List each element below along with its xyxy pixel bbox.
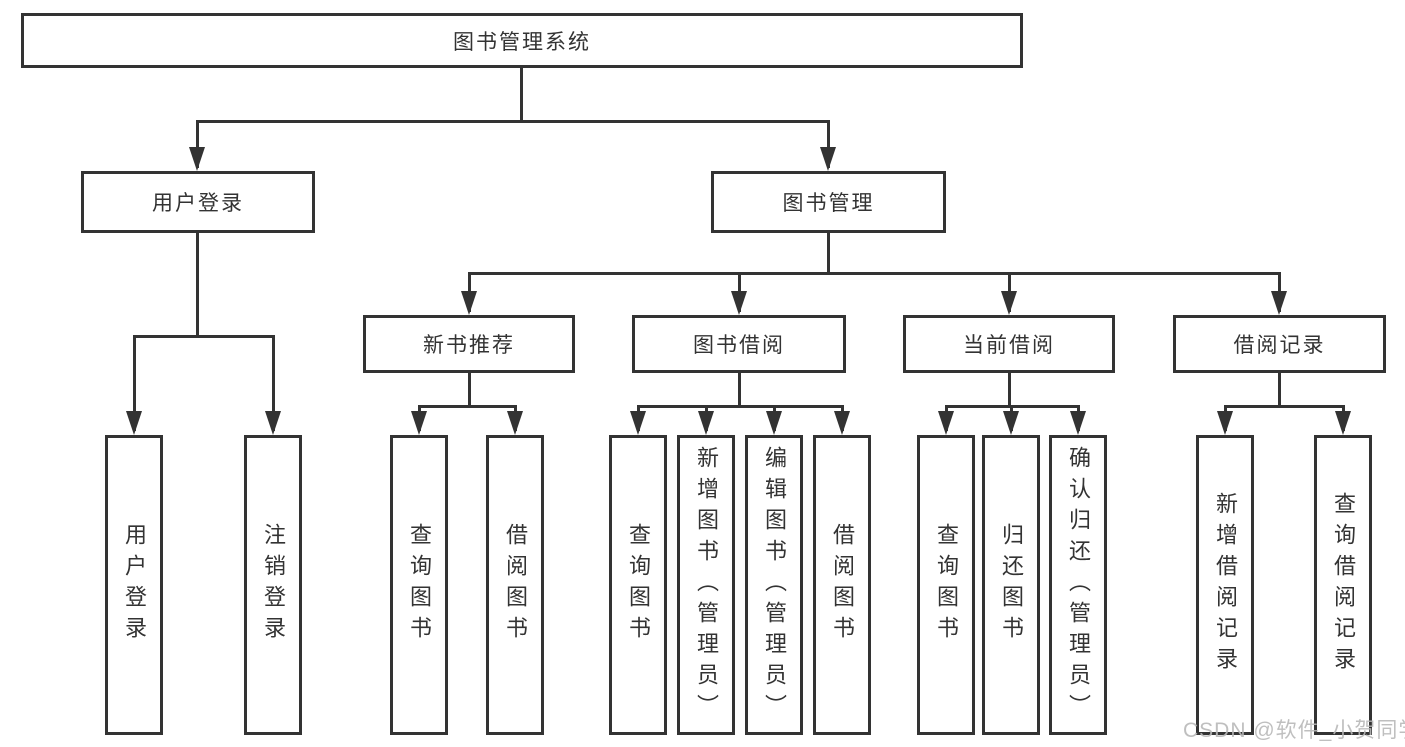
arrowhead-down-icon: [938, 411, 954, 435]
leaf-borrow-books-recommend: 借阅图书: [486, 435, 544, 735]
arrowhead-down-icon: [698, 411, 714, 435]
leaf-query-books-current: 查询图书: [917, 435, 975, 735]
connector-line: [1008, 373, 1011, 405]
node-current-borrowing: 当前借阅: [903, 315, 1115, 373]
connector-line: [1278, 373, 1281, 405]
connector-line: [196, 120, 199, 168]
leaf-add-book-admin: 新增图书（管理员）: [677, 435, 735, 735]
connector-line: [637, 405, 844, 408]
connector-line: [418, 405, 517, 408]
arrowhead-down-icon: [189, 147, 205, 171]
node-library-management-system: 图书管理系统: [21, 13, 1023, 68]
arrowhead-down-icon: [1003, 411, 1019, 435]
connector-line: [133, 335, 275, 338]
leaf-query-books-recommend: 查询图书: [390, 435, 448, 735]
connector-line: [468, 272, 1281, 275]
watermark: CSDN @软件_小贺同学: [1183, 719, 1405, 742]
connector-line: [738, 373, 741, 405]
arrowhead-down-icon: [265, 411, 281, 435]
node-borrowing-records: 借阅记录: [1173, 315, 1386, 373]
connector-line: [520, 68, 523, 120]
node-user-login: 用户登录: [81, 171, 315, 233]
leaf-return-books: 归还图书: [982, 435, 1040, 735]
leaf-logout: 注销登录: [244, 435, 302, 735]
arrowhead-down-icon: [1335, 411, 1351, 435]
arrowhead-down-icon: [411, 411, 427, 435]
node-book-management: 图书管理: [711, 171, 946, 233]
arrowhead-down-icon: [731, 291, 747, 315]
connector-line: [827, 120, 830, 168]
arrowhead-down-icon: [1001, 291, 1017, 315]
arrowhead-down-icon: [834, 411, 850, 435]
leaf-confirm-return-admin: 确认归还（管理员）: [1049, 435, 1107, 735]
arrowhead-down-icon: [461, 291, 477, 315]
connector-line: [827, 233, 830, 272]
connector-line: [468, 373, 471, 405]
connector-line: [196, 233, 199, 335]
arrowhead-down-icon: [1217, 411, 1233, 435]
leaf-add-borrow-record: 新增借阅记录: [1196, 435, 1254, 735]
arrowhead-down-icon: [1271, 291, 1287, 315]
leaf-edit-book-admin: 编辑图书（管理员）: [745, 435, 803, 735]
connector-line: [133, 335, 136, 431]
connector-line: [1224, 405, 1344, 408]
arrowhead-down-icon: [766, 411, 782, 435]
leaf-query-books-borrow: 查询图书: [609, 435, 667, 735]
leaf-query-borrow-record: 查询借阅记录: [1314, 435, 1372, 735]
leaf-user-login: 用户登录: [105, 435, 163, 735]
arrowhead-down-icon: [126, 411, 142, 435]
arrowhead-down-icon: [820, 147, 836, 171]
node-new-book-recommend: 新书推荐: [363, 315, 575, 373]
node-book-borrowing: 图书借阅: [632, 315, 846, 373]
arrowhead-down-icon: [507, 411, 523, 435]
connector-line: [272, 335, 275, 431]
arrowhead-down-icon: [1070, 411, 1086, 435]
arrowhead-down-icon: [630, 411, 646, 435]
connector-line: [196, 120, 830, 123]
leaf-borrow-books: 借阅图书: [813, 435, 871, 735]
